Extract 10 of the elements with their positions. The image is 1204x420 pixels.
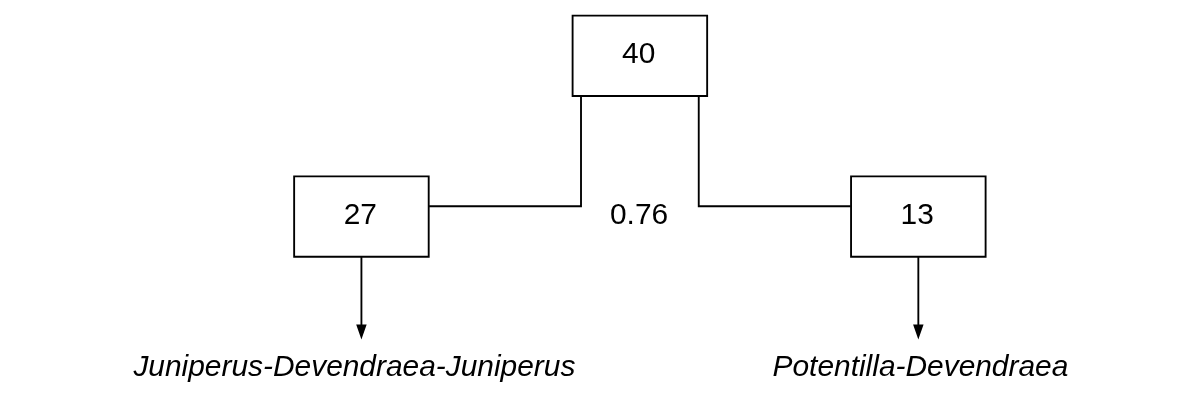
node-box: 27 bbox=[292, 175, 430, 258]
label: 0.76 bbox=[609, 196, 668, 230]
arrow bbox=[912, 256, 924, 340]
connector bbox=[427, 95, 582, 208]
connector bbox=[697, 95, 852, 208]
node-text: Potentilla-Devendraea bbox=[772, 348, 1068, 382]
node-text: Juniperus-Devendraea-Juniperus bbox=[132, 348, 575, 382]
node-box: 13 bbox=[849, 175, 987, 258]
node-box: 40 bbox=[571, 14, 708, 97]
arrow bbox=[355, 256, 367, 340]
